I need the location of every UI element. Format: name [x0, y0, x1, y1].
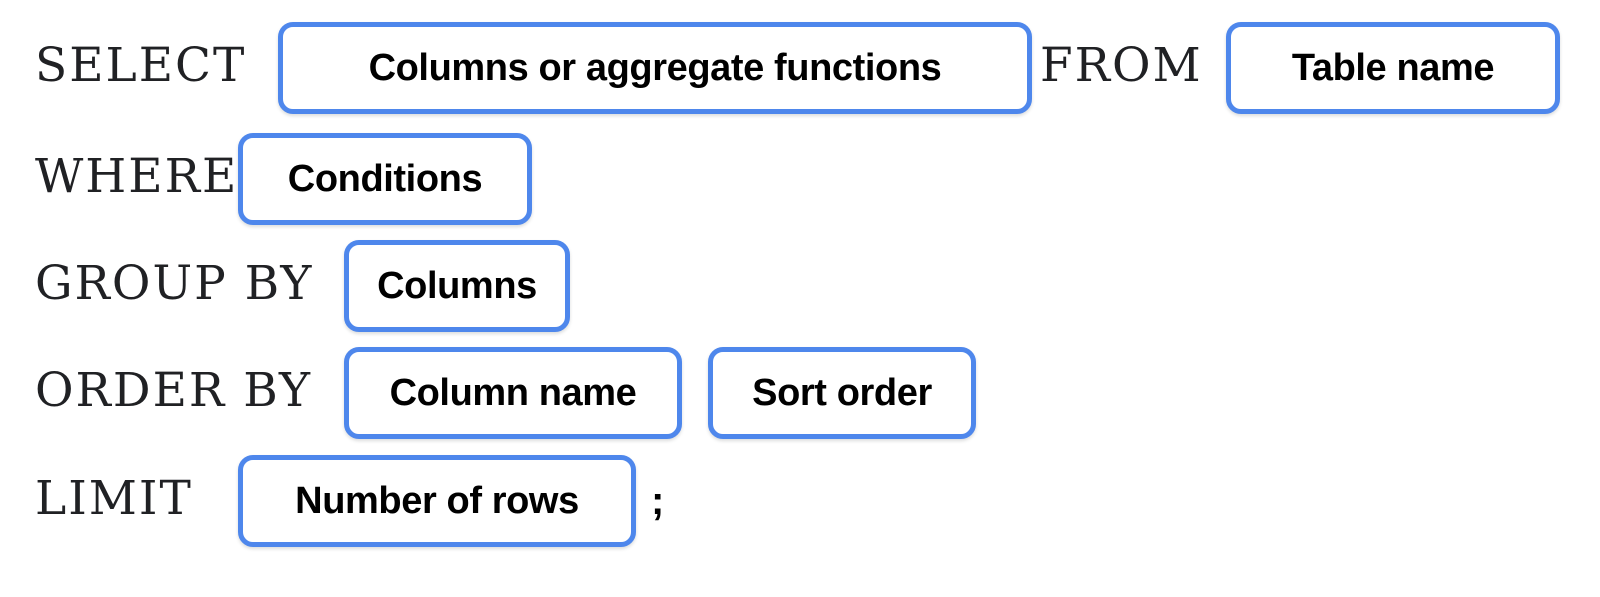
slot-label: Number of rows — [295, 480, 579, 522]
slot-sort-order[interactable]: Sort order — [708, 347, 976, 439]
slot-label: Table name — [1291, 47, 1495, 89]
slot-label: Sort order — [752, 372, 932, 414]
syntax-row-order-by: ORDER BY Column name Sort order — [0, 347, 1600, 439]
syntax-row-where: WHERE Conditions — [0, 133, 1600, 225]
keyword-group-by: GROUP BY — [35, 256, 314, 311]
keyword-select: SELECT — [35, 38, 247, 93]
slot-columns-or-aggregate-functions[interactable]: Columns or aggregate functions — [278, 22, 1032, 114]
syntax-row-group-by: GROUP BY Columns — [0, 240, 1600, 332]
keyword-limit: LIMIT — [35, 471, 193, 526]
slot-label: Column name — [389, 372, 637, 414]
slot-column-name[interactable]: Column name — [344, 347, 682, 439]
slot-number-of-rows[interactable]: Number of rows — [238, 455, 636, 547]
slot-label: Conditions — [287, 158, 483, 200]
slot-table-name[interactable]: Table name — [1226, 22, 1560, 114]
keyword-where: WHERE — [35, 149, 239, 204]
slot-columns[interactable]: Columns — [344, 240, 570, 332]
syntax-row-select: SELECT Columns or aggregate functions FR… — [0, 22, 1600, 114]
keyword-order-by: ORDER BY — [35, 363, 312, 418]
slot-label: Columns or aggregate functions — [368, 47, 942, 89]
slot-label: Columns — [377, 265, 537, 307]
statement-terminator: ; — [651, 479, 665, 523]
syntax-row-limit: LIMIT Number of rows ; — [0, 455, 1600, 547]
slot-conditions[interactable]: Conditions — [238, 133, 532, 225]
keyword-from: FROM — [1040, 38, 1203, 93]
